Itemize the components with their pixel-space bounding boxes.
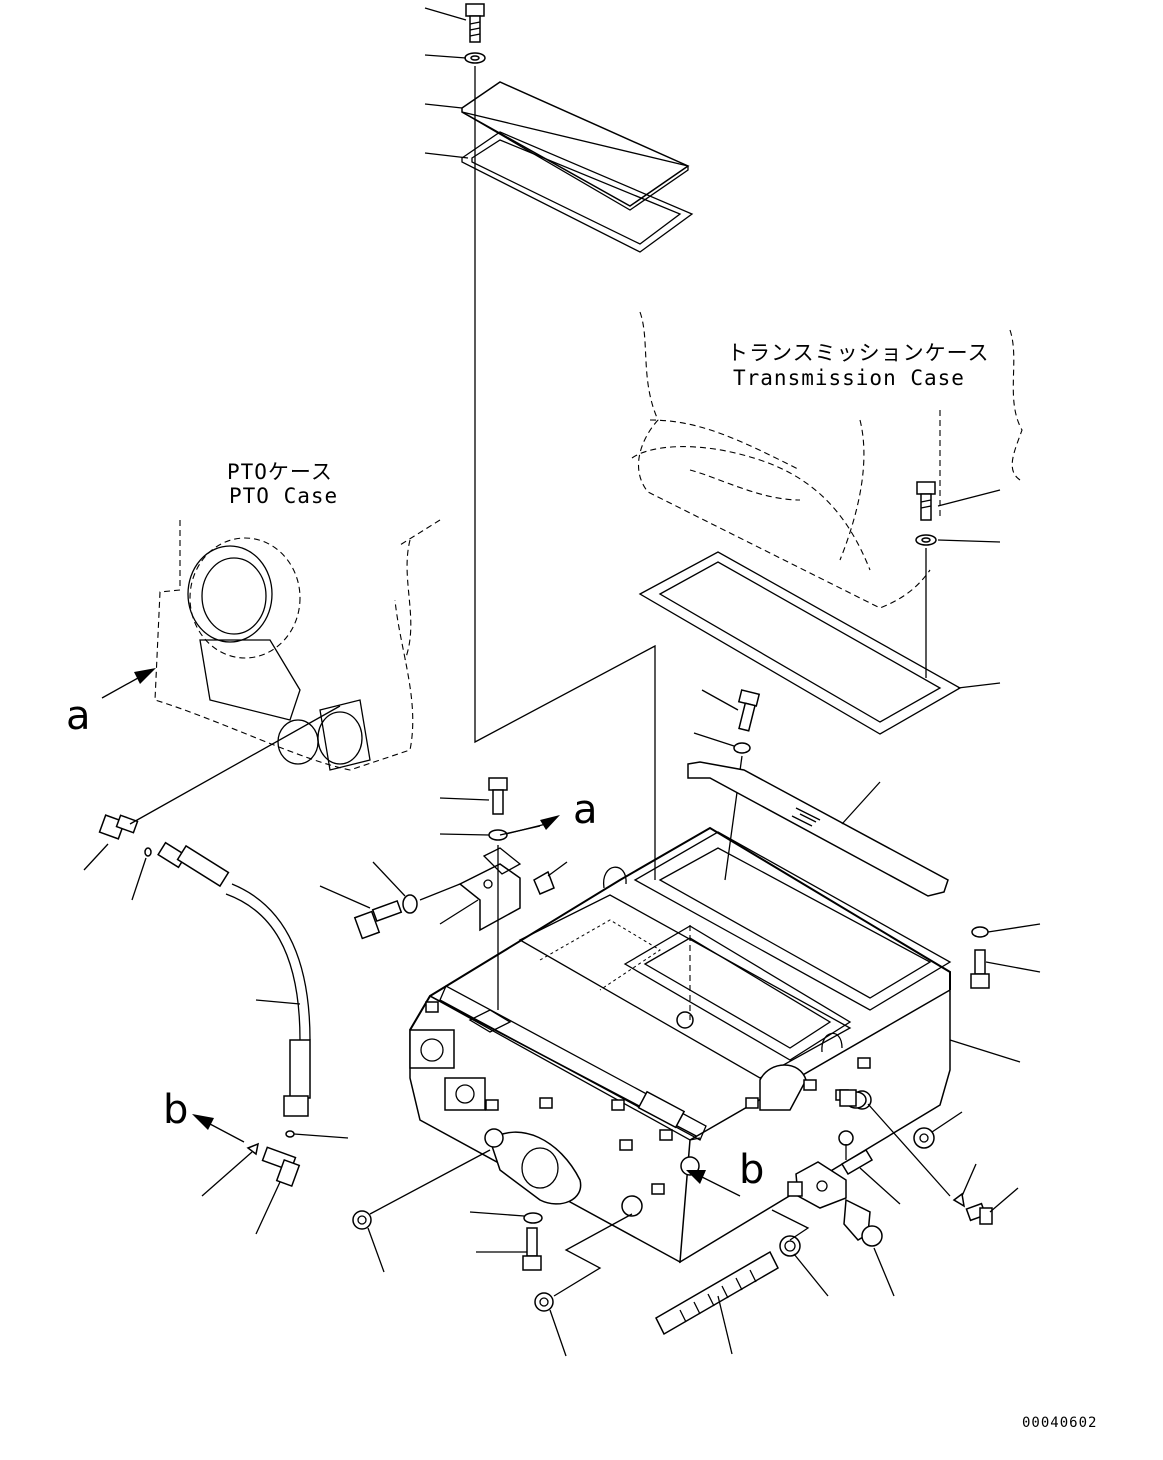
clamp xyxy=(779,1235,801,1257)
bracket xyxy=(458,847,522,932)
view-marker-a-right: a xyxy=(573,787,598,833)
side-plate-washer xyxy=(733,742,751,754)
bracket-bolt xyxy=(488,777,508,815)
breather-body xyxy=(787,1161,847,1209)
top-cover-gasket xyxy=(461,131,694,253)
right-upper-bolt xyxy=(970,949,990,989)
top-cover-plate xyxy=(461,81,690,211)
right-washer xyxy=(971,926,989,938)
breather-pin xyxy=(840,1148,874,1176)
breather-hose xyxy=(655,1250,779,1336)
drain-bolt xyxy=(522,1227,542,1271)
plug xyxy=(533,870,555,895)
transmission-case xyxy=(631,311,1023,609)
side-washer xyxy=(402,894,418,914)
side-plate-bolt xyxy=(737,689,761,732)
pto-case xyxy=(154,519,441,771)
view-marker-a-left: a xyxy=(66,693,91,739)
small-nut xyxy=(838,1130,854,1146)
drain-washer xyxy=(523,1212,543,1224)
pto-case-label-jp: PTOケース xyxy=(227,460,333,484)
bottom-plug xyxy=(534,1292,554,1312)
right-fitting xyxy=(839,1089,867,1109)
transmission-case-label-jp: トランスミッションケース xyxy=(727,341,990,365)
top-washer xyxy=(464,52,486,64)
hose xyxy=(157,841,311,1117)
figure-code: 00040602 xyxy=(1022,1415,1098,1431)
o-ring-small xyxy=(246,1142,260,1156)
small-o-ring xyxy=(952,1192,966,1208)
view-marker-b-left: b xyxy=(163,1087,189,1133)
right-bolt xyxy=(965,1202,993,1225)
oil-pan-case xyxy=(409,826,952,1264)
transmission-washer xyxy=(915,534,937,546)
pto-case-label-en: PTO Case xyxy=(229,484,339,508)
transmission-bolt xyxy=(916,481,936,521)
top-bolt xyxy=(465,3,485,43)
left-plug xyxy=(352,1210,372,1230)
transmission-case-label-en: Transmission Case xyxy=(733,366,965,390)
bracket-washer xyxy=(488,829,508,841)
elbow-fitting-bottom xyxy=(261,1146,301,1188)
o-ring-top xyxy=(144,847,152,857)
drain-plug-large xyxy=(843,1198,883,1247)
right-plug xyxy=(913,1127,935,1149)
transmission-gasket xyxy=(638,551,962,735)
side-cover-plate xyxy=(687,761,949,897)
elbow-fitting-top xyxy=(98,814,139,840)
o-ring-bottom xyxy=(285,1130,295,1138)
side-bolt xyxy=(353,899,403,940)
view-marker-b-right: b xyxy=(739,1147,765,1193)
